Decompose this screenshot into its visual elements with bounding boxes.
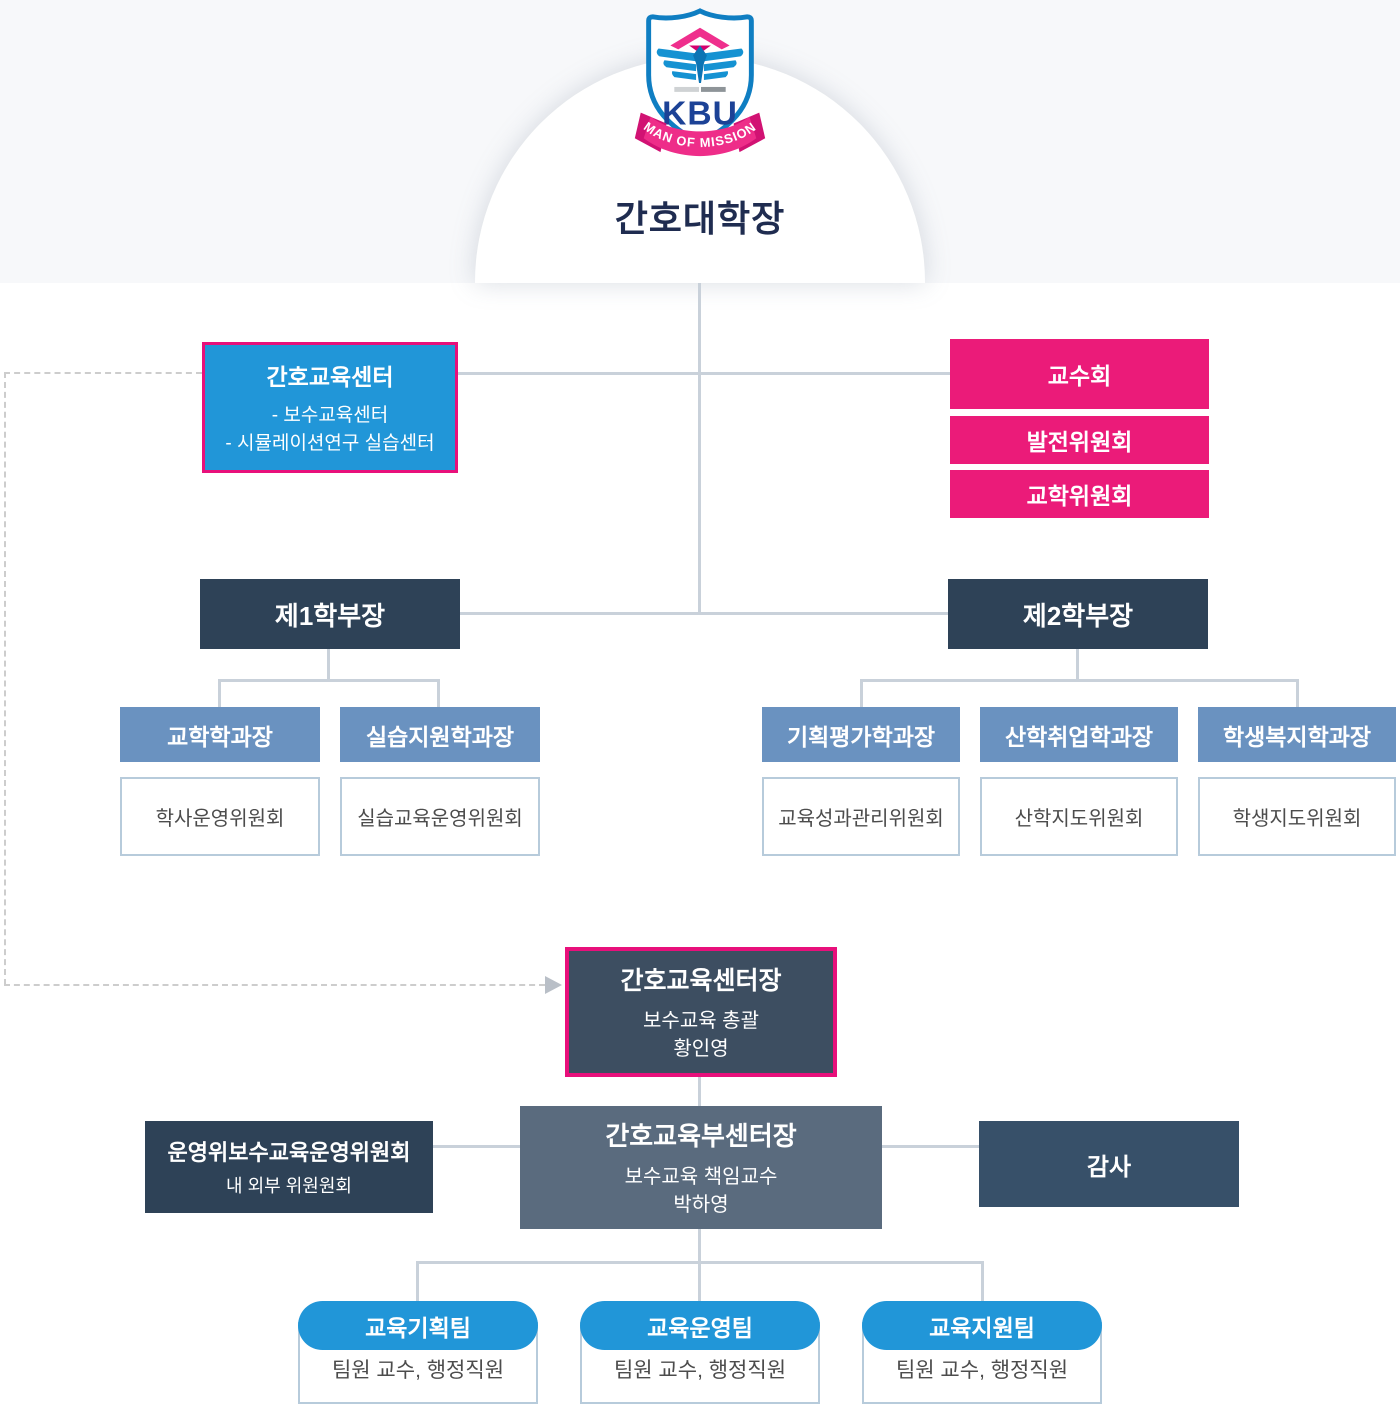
committee-box: 실습교육운영위원회: [340, 777, 540, 856]
dashed-connector: [4, 372, 202, 374]
center-head-title: 간호교육센터장: [620, 967, 782, 995]
connector-line: [433, 1145, 520, 1148]
division2-head-box: 제2학부장: [948, 579, 1208, 649]
connector-line: [882, 1145, 979, 1148]
team-members-label: 팀원 교수, 행정직원: [895, 1359, 1069, 1382]
faculty-council-box: 교수회: [950, 339, 1209, 409]
committee-box: 학사운영위원회: [120, 777, 320, 856]
operations-committee-title: 운영위보수교육운영위원회: [167, 1139, 411, 1165]
kbu-text: KBU: [662, 95, 738, 132]
connector-line: [698, 1077, 701, 1106]
connector-line: [458, 372, 950, 375]
nursing-education-center-box: 간호교육센터 - 보수교육센터 - 시뮬레이션연구 실습센터: [202, 342, 458, 473]
deputy-head-name: 박하영: [673, 1194, 729, 1216]
connector-line: [460, 612, 948, 615]
connector-line: [981, 1261, 984, 1301]
connector-line: [416, 1261, 419, 1301]
nursing-education-center-item: - 보수교육센터: [271, 404, 389, 426]
committee-box: 교육성과관리위원회: [762, 777, 960, 856]
connector-line: [860, 679, 863, 707]
deputy-head-title: 간호교육부센터장: [605, 1121, 797, 1151]
deputy-head-box: 간호교육부센터장 보수교육 책임교수 박하영: [520, 1106, 882, 1229]
committee-box: 산학지도위원회: [980, 777, 1178, 856]
audit-box: 감사: [979, 1121, 1239, 1207]
team-pill: 교육운영팀: [580, 1301, 820, 1350]
arrow-head-icon: [545, 976, 562, 994]
team-pill: 교육지원팀: [862, 1301, 1102, 1350]
connector-line: [327, 648, 330, 679]
connector-line: [437, 679, 440, 707]
dept-box: 실습지원학과장: [340, 707, 540, 762]
team-members-label: 팀원 교수, 행정직원: [613, 1359, 787, 1382]
connector-line: [218, 679, 221, 707]
connector-line: [218, 679, 439, 682]
dept-box: 교학학과장: [120, 707, 320, 762]
center-head-role: 보수교육 총괄: [643, 1010, 759, 1032]
operations-committee-subtitle: 내 외부 위원원회: [226, 1175, 352, 1196]
dashed-connector: [4, 372, 6, 985]
connector-line: [1076, 648, 1079, 679]
kbu-logo: KBU MAN OF MISSION: [634, 8, 766, 157]
connector-line: [860, 679, 1298, 682]
dept-box: 학생복지학과장: [1198, 707, 1396, 762]
eagle-icon: [656, 27, 744, 92]
division1-head-box: 제1학부장: [200, 579, 460, 649]
academic-committee-box: 교학위원회: [950, 470, 1209, 518]
team-pill: 교육기획팀: [298, 1301, 538, 1350]
center-head-name: 황인영: [673, 1038, 729, 1060]
connector-line: [698, 1261, 701, 1301]
connector-line: [698, 283, 701, 614]
deputy-head-role: 보수교육 책임교수: [624, 1166, 778, 1188]
dept-box: 기획평가학과장: [762, 707, 960, 762]
dept-box: 산학취업학과장: [980, 707, 1178, 762]
center-head-box: 간호교육센터장 보수교육 총괄 황인영: [565, 947, 837, 1077]
team-members-label: 팀원 교수, 행정직원: [331, 1359, 505, 1382]
nursing-education-center-title: 간호교육센터: [266, 363, 394, 390]
dean-title: 간호대학장: [614, 198, 786, 239]
operations-committee-box: 운영위보수교육운영위원회 내 외부 위원원회: [145, 1121, 433, 1213]
committee-box: 학생지도위원회: [1198, 777, 1396, 856]
connector-line: [698, 1229, 701, 1261]
development-committee-box: 발전위원회: [950, 416, 1209, 464]
connector-line: [1296, 679, 1299, 707]
dashed-connector: [4, 984, 545, 986]
nursing-education-center-item: - 시뮬레이션연구 실습센터: [225, 432, 435, 454]
